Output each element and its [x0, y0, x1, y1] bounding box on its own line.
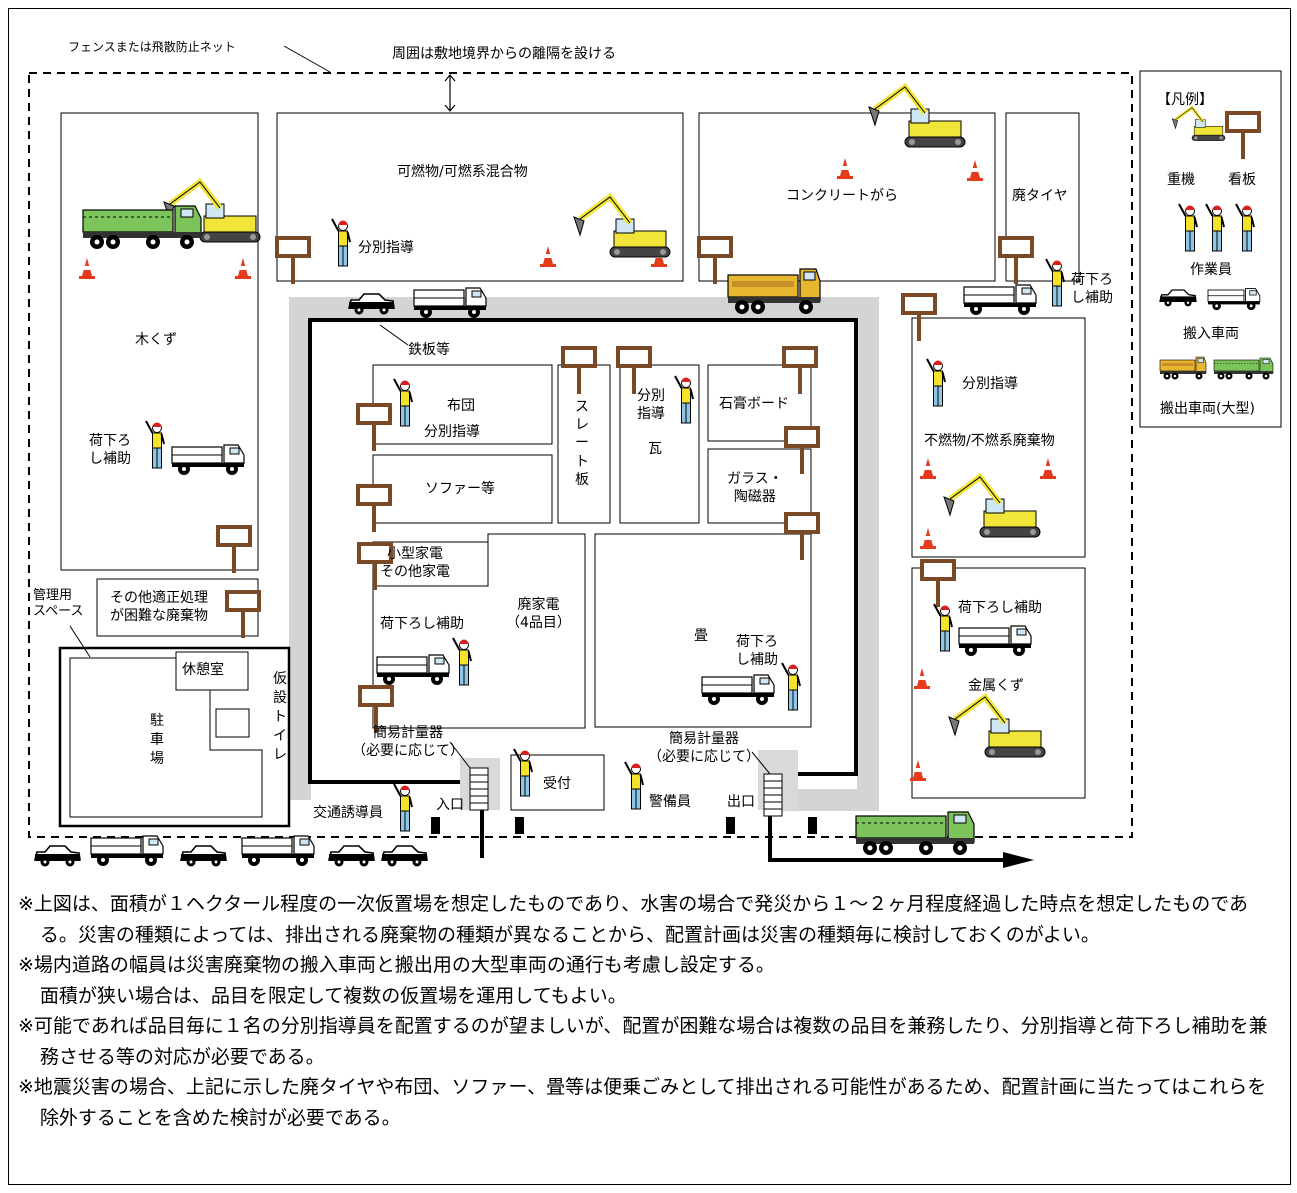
setback-arrow	[444, 74, 456, 112]
mgmt-leader	[69, 625, 91, 658]
note-2-continued: 面積が狭い場合は、品目を限定して複数の仮置場を運用してもよい。	[39, 984, 627, 1007]
label-other: その他適正処理が困難な廃棄物	[110, 590, 208, 624]
setback-label: 周囲は敷地境界からの離隔を設ける	[392, 46, 616, 62]
label-entrance: 入口	[436, 797, 464, 813]
label-small-appliance: 小型家電その他家電	[380, 546, 450, 580]
scale-entrance	[449, 741, 500, 811]
gate-posts	[431, 817, 817, 834]
note-3: ※可能であれば品目毎に１名の分別指導員を配置するのが望ましいが、配置が困難な場合…	[18, 1015, 1268, 1068]
note-1: ※上図は、面積が１ヘクタール程度の一次仮置場を想定したものであり、水害の場合で発…	[18, 893, 1249, 946]
management-space	[58, 646, 291, 828]
legend-sign: 看板	[1228, 172, 1256, 188]
label-guard: 警備員	[649, 794, 691, 810]
label-glass: ガラス・陶磁器	[727, 471, 783, 505]
label-toilet: 仮設トイレ	[273, 671, 287, 763]
label-scale-entrance: 簡易計量器（必要に応じて）	[352, 725, 464, 759]
label-mgmt: 管理用スペース	[33, 588, 84, 620]
label-rest-room: 休憩室	[182, 662, 224, 678]
label-traffic-guide: 交通誘導員	[313, 805, 383, 821]
fence-label-leader	[283, 45, 331, 73]
zone-tile	[619, 364, 700, 524]
label-noncombustible: 不燃物/不燃系廃棄物	[924, 433, 1055, 449]
scale-exit	[751, 750, 798, 817]
label-parking: 駐車場	[150, 713, 164, 767]
label-reception: 受付	[543, 776, 571, 792]
legend-box	[1139, 70, 1282, 428]
legend-worker: 作業員	[1190, 262, 1232, 278]
traffic-cones	[79, 158, 1056, 781]
notes-section: ※上図は、面積が１ヘクタール程度の一次仮置場を想定したものであり、水害の場合で発…	[18, 889, 1280, 1133]
label-sorting-futon: 分別指導	[424, 424, 480, 440]
zone-appliance	[372, 533, 586, 729]
fence-boundary	[28, 72, 1133, 838]
zone-reception	[510, 754, 605, 811]
label-sofa: ソファー等	[425, 481, 495, 497]
label-wood: 木くず	[135, 332, 177, 348]
note-2: ※場内道路の幅員は災害廃棄物の搬入車両と搬出用の大型車両の通行も考慮し設定する。	[18, 954, 775, 976]
legend-title: 【凡例】	[1157, 92, 1213, 108]
zone-tires	[1005, 112, 1080, 282]
zone-wood	[60, 112, 259, 571]
zone-gypsum	[707, 364, 812, 442]
label-tatami: 畳	[694, 628, 708, 644]
label-metal: 金属くず	[968, 678, 1024, 694]
rest-room	[175, 651, 249, 691]
toilet-box	[215, 708, 250, 738]
label-combustible: 可燃物/可燃系混合物	[397, 164, 528, 180]
steel-plate-leader	[379, 324, 409, 346]
label-unload-wood: 荷下ろし補助	[89, 433, 131, 467]
zone-glass	[707, 448, 812, 524]
label-scale-exit: 簡易計量器（必要に応じて）	[648, 731, 760, 765]
label-unload-tires: 荷下ろし補助	[1071, 272, 1113, 306]
label-concrete: コンクリートがら	[786, 188, 898, 204]
label-unload-appliance: 荷下ろし補助	[380, 616, 464, 632]
label-sorting-noncombustible: 分別指導	[962, 376, 1018, 392]
site-layout-diagram	[28, 45, 1282, 868]
legend-heavy-machine: 重機	[1167, 172, 1195, 188]
zone-combustible	[276, 112, 684, 282]
zone-metal	[911, 567, 1086, 799]
internal-road	[289, 297, 879, 811]
label-sorting-combustible: 分別指導	[358, 240, 414, 256]
zone-noncombustible	[911, 317, 1086, 558]
label-steel-plate: 鉄板等	[408, 342, 450, 358]
label-futon: 布団	[447, 398, 475, 414]
label-sorting-tile: 分別指導	[637, 388, 665, 422]
fence-label: フェンスまたは飛散防止ネット	[68, 40, 236, 54]
exit-arrowhead	[1003, 852, 1034, 868]
label-exit: 出口	[727, 794, 755, 810]
label-tires: 廃タイヤ	[1012, 188, 1068, 204]
label-slate: スレート板	[575, 399, 589, 488]
vehicle-route	[308, 318, 1005, 862]
zone-tatami	[594, 533, 812, 728]
label-unload-tatami: 荷下ろし補助	[736, 634, 778, 668]
label-unload-metal: 荷下ろし補助	[958, 600, 1042, 616]
label-tile: 瓦	[648, 441, 662, 457]
cars	[34, 289, 1197, 868]
note-4: ※地震災害の場合、上記に示した廃タイヤや布団、ソファー、畳等は便乗ごみとして排出…	[18, 1076, 1267, 1129]
outer-frame	[8, 8, 1291, 1185]
legend-incoming: 搬入車両	[1183, 326, 1239, 342]
label-gypsum: 石膏ボード	[719, 396, 789, 412]
zone-concrete	[698, 112, 996, 282]
label-appliance: 廃家電（4品目）	[506, 597, 571, 631]
legend-outgoing: 搬出車両(大型)	[1160, 401, 1255, 417]
